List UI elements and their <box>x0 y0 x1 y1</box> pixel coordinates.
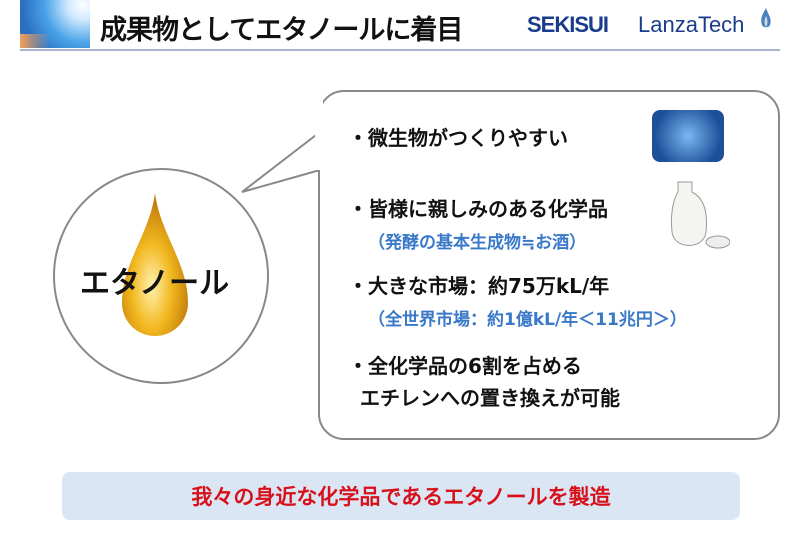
point-microbes: ・微生物がつくりやすい <box>348 126 568 150</box>
header-decoration <box>20 0 90 48</box>
summary-banner: 我々の身近な化学品であるエタノールを製造 <box>62 472 740 520</box>
ethanol-drop-icon <box>122 193 188 336</box>
point-familiar-sub: （発酵の基本生成物≒お酒） <box>368 233 587 253</box>
sake-bottle-image <box>671 181 730 249</box>
point-ethylene-line2: エチレンへの置き換えが可能 <box>360 386 620 410</box>
lanzatech-flame-icon <box>761 8 771 28</box>
page-title: 成果物としてエタノールに着目 <box>100 15 463 46</box>
speech-bubble-tail <box>241 131 321 193</box>
header-divider <box>20 49 780 51</box>
ethanol-label: エタノール <box>80 266 230 301</box>
sekisui-logo: SEKISUI <box>527 12 609 37</box>
bacteria-image <box>652 110 724 162</box>
lanzatech-logo: LanzaTech <box>638 12 745 37</box>
point-market-sub: （全世界市場：約1億kL/年＜11兆円＞） <box>368 310 687 330</box>
point-familiar: ・皆様に親しみのある化学品 <box>348 197 608 221</box>
point-ethylene: ・全化学品の6割を占める <box>348 354 582 378</box>
tail-joint <box>315 100 323 170</box>
point-market: ・大きな市場：約75万kL/年 <box>348 274 610 298</box>
